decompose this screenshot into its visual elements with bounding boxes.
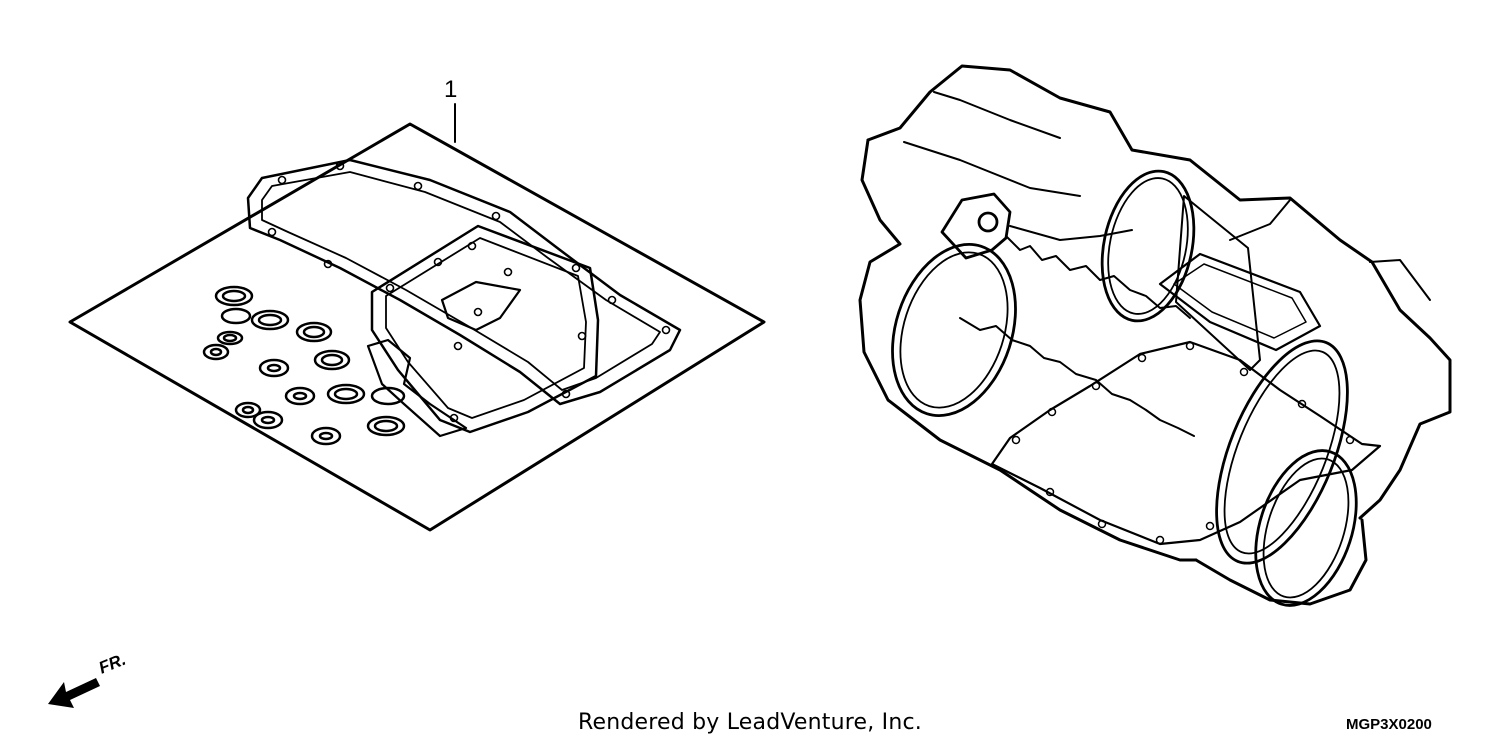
gasket-kit-sheet [68,103,766,532]
o-rings [202,285,406,446]
engine-pan-gasket [990,340,1382,546]
part-callout-number: 1 [444,76,458,103]
engine-o-rings [891,169,1358,607]
front-arrow-icon [48,678,100,708]
diagram-code: MGP3X0200 [1346,716,1432,733]
gasket-bolt-holes [267,161,671,423]
engine-cover-gasket [1158,252,1322,352]
engine-block [858,64,1452,606]
oil-pan-gasket [366,224,600,438]
mounting-tab [940,192,1012,260]
cover-gasket [246,158,682,406]
render-credit: Rendered by LeadVenture, Inc. [578,710,922,735]
